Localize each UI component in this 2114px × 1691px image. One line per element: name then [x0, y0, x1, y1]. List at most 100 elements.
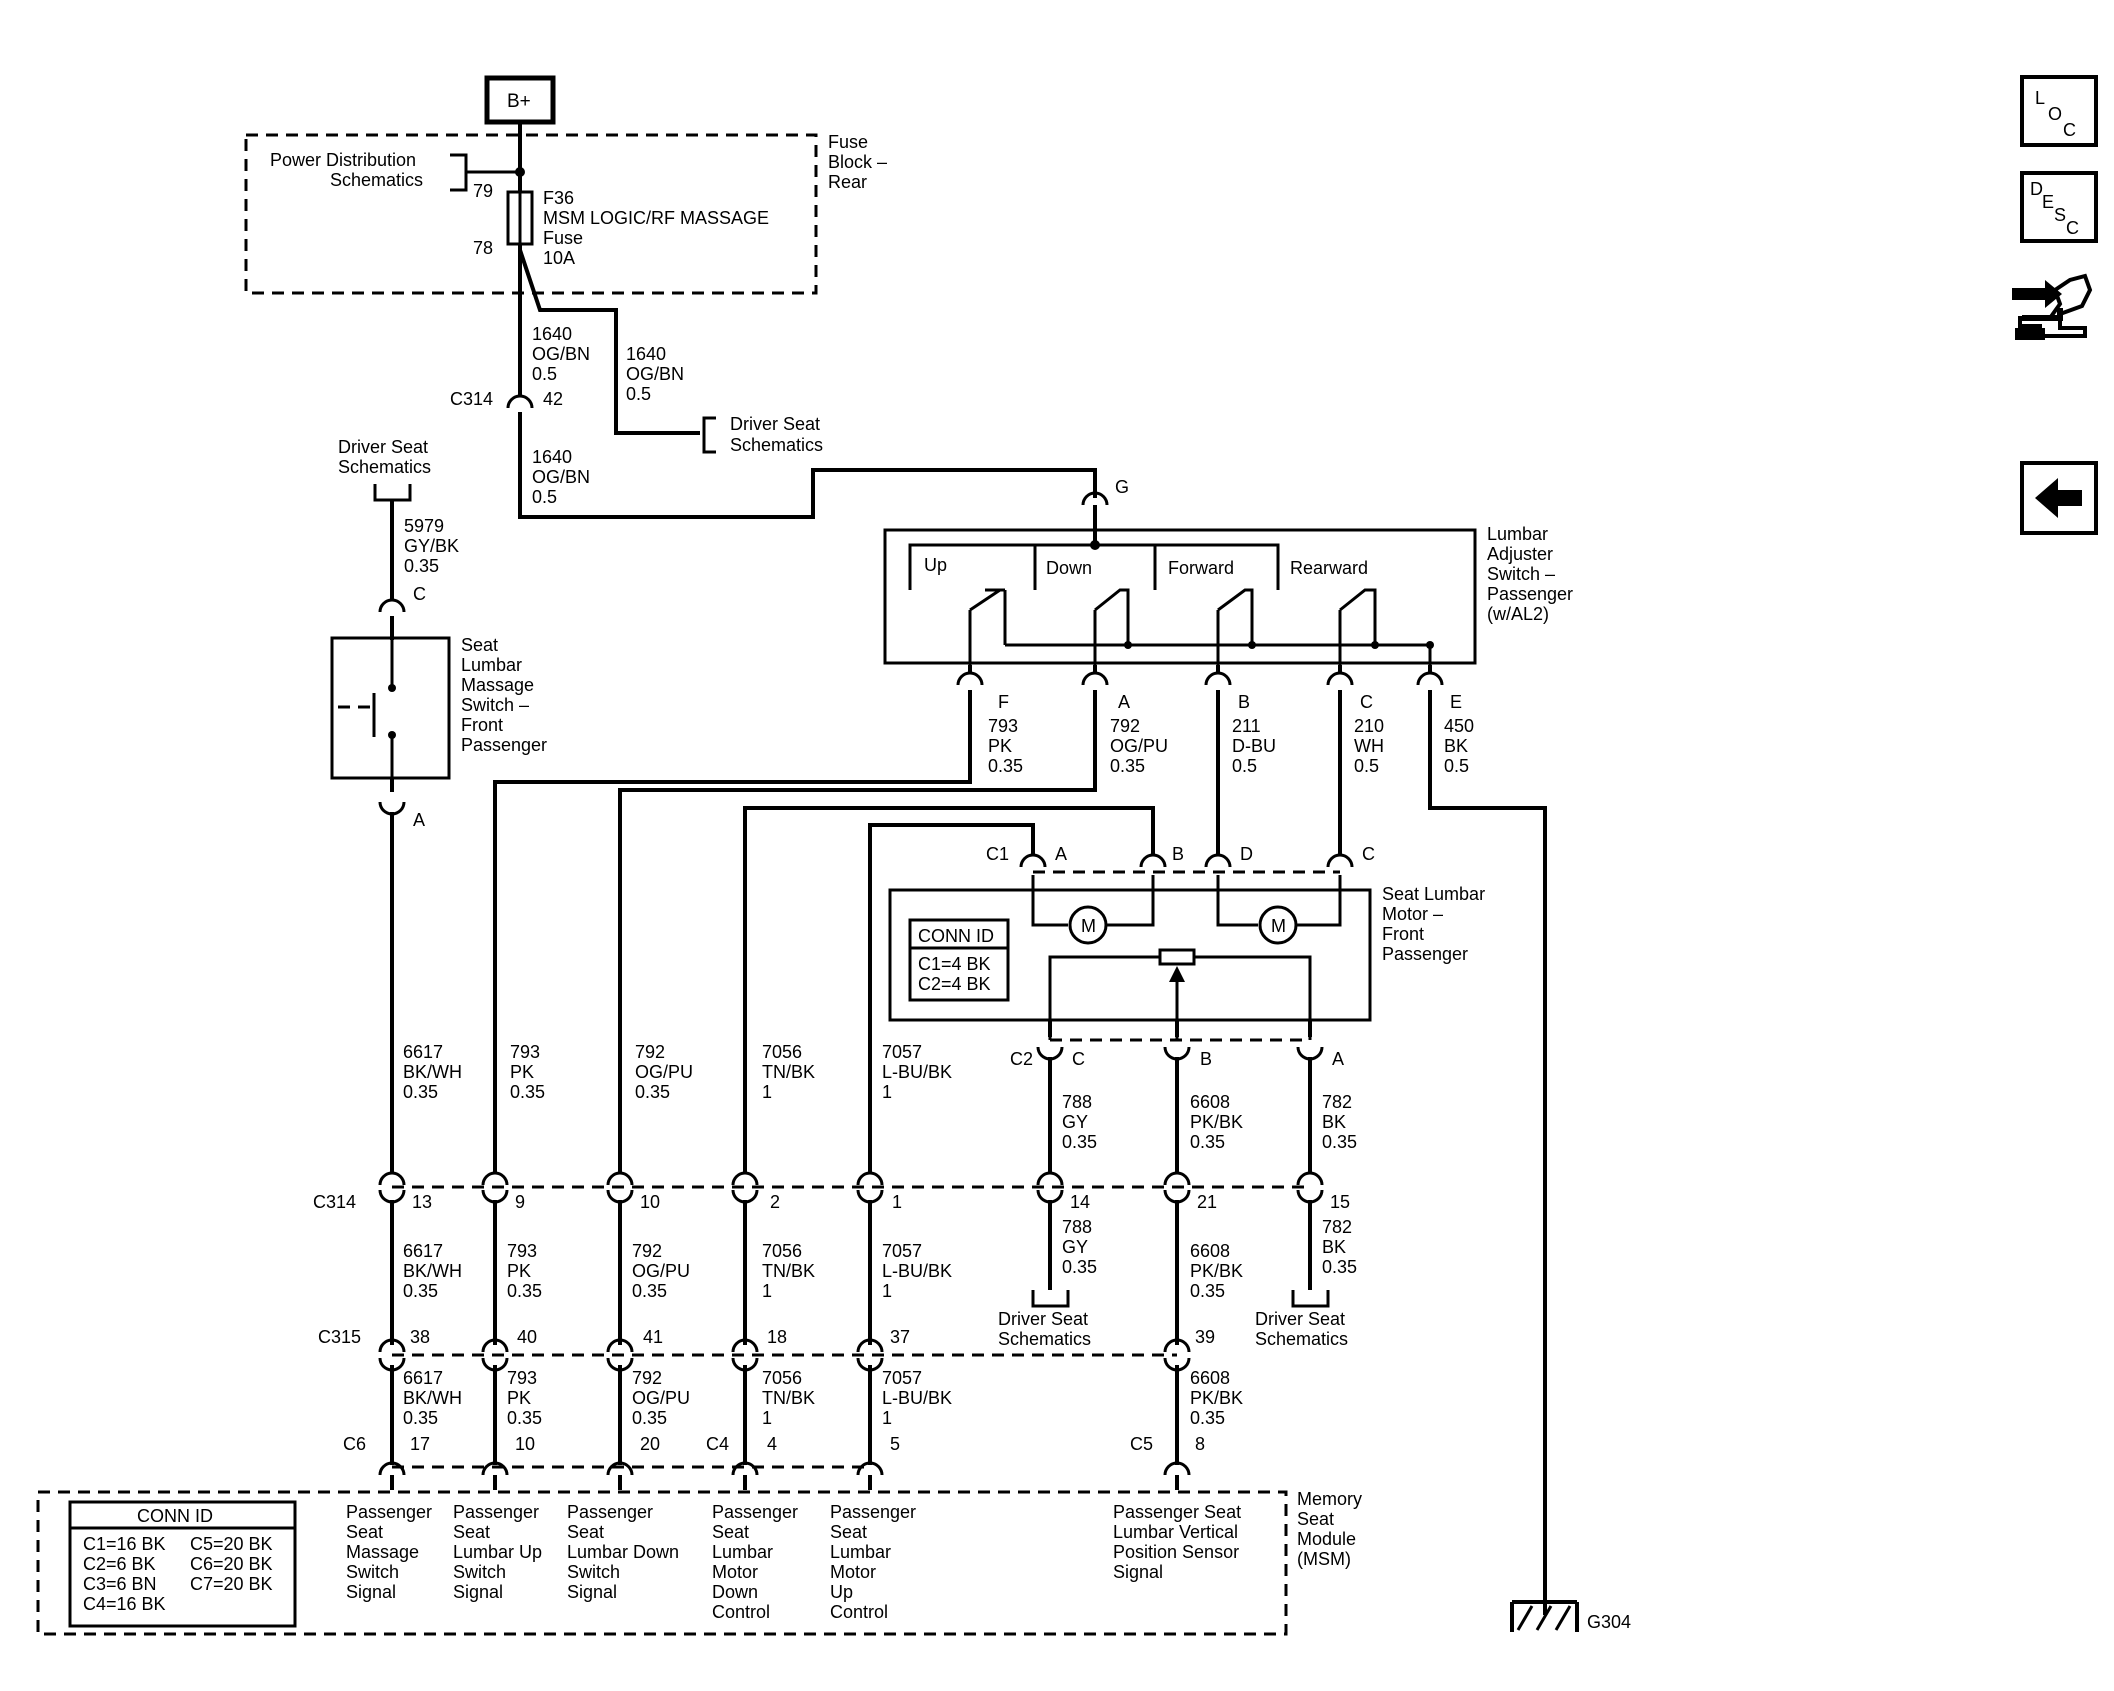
- motor-c1-pin-a: A: [1055, 844, 1067, 864]
- msm-conn-c5: C5=20 BK: [190, 1534, 273, 1554]
- loc-button[interactable]: L O C: [2020, 75, 2098, 147]
- wire-793c-num: 793: [507, 1368, 537, 1388]
- msm-signal-6-l1: Passenger Seat: [1113, 1502, 1241, 1522]
- wire-792c-color: OG/PU: [632, 1388, 690, 1408]
- wire-6617c-gauge: 0.35: [403, 1408, 438, 1428]
- wire-792b-gauge: 0.35: [632, 1281, 667, 1301]
- massage-title-4: Switch –: [461, 695, 529, 715]
- memory-seat-module: CONN ID C1=16 BK C2=6 BK C3=6 BN C4=16 B…: [36, 1489, 1362, 1636]
- back-button[interactable]: [2020, 461, 2098, 535]
- pin-e-color: BK: [1444, 736, 1468, 756]
- massage-title-2: Lumbar: [461, 655, 522, 675]
- wire-7057c-color: L-BU/BK: [882, 1388, 952, 1408]
- wire-7056b-num: 7056: [762, 1241, 802, 1261]
- massage-pin-c: C: [413, 584, 426, 604]
- ground-g304: G304: [1510, 1600, 1631, 1632]
- pin-a-label: A: [1118, 692, 1130, 712]
- loc-letter-o: O: [2048, 104, 2062, 124]
- pin-b-label: B: [1238, 692, 1250, 712]
- switch-title-1: Lumbar: [1487, 524, 1548, 544]
- msm-signal-1-l3: Massage: [346, 1542, 419, 1562]
- wire-7056b-gauge: 1: [762, 1281, 772, 1301]
- wire-782-gauge: 0.35: [1322, 1132, 1357, 1152]
- motor-c2-pin-a: A: [1332, 1049, 1344, 1069]
- wires-c315-msm: 6617 BK/WH 0.35 793 PK 0.35 792 OG/PU 0.…: [390, 1365, 1243, 1465]
- wire-5979-color: GY/BK: [404, 536, 459, 556]
- wire-6617-color: BK/WH: [403, 1062, 462, 1082]
- wire-7057c-num: 7057: [882, 1368, 922, 1388]
- fuse-pin-78: 78: [473, 238, 493, 258]
- msm-title-1: Memory: [1297, 1489, 1362, 1509]
- msm-signal-3-l3: Lumbar Down: [567, 1542, 679, 1562]
- desc-button[interactable]: D E S C: [2020, 171, 2098, 243]
- motor-c2-pin-b: B: [1200, 1049, 1212, 1069]
- motor-c2-pin-c: C: [1072, 1049, 1085, 1069]
- pin-f-label: F: [998, 692, 1009, 712]
- c315-label: C315: [318, 1327, 361, 1347]
- wire-7057b-color: L-BU/BK: [882, 1261, 952, 1281]
- wire-7056-num: 7056: [762, 1042, 802, 1062]
- wire-788b-num: 788: [1062, 1217, 1092, 1237]
- switch-title-2: Adjuster: [1487, 544, 1553, 564]
- msm-c6-label: C6: [343, 1434, 366, 1454]
- c315-pin-39: 39: [1195, 1327, 1215, 1347]
- switch-pin-g: G: [1115, 477, 1129, 497]
- motor-conn-c1: C1=4 BK: [918, 954, 991, 974]
- pin-e-label: E: [1450, 692, 1462, 712]
- c314-pin-13: 13: [412, 1192, 432, 1212]
- fuse-block-label-3: Rear: [828, 172, 867, 192]
- pin-a-num: 792: [1110, 716, 1140, 736]
- wire-6617c-num: 6617: [403, 1368, 443, 1388]
- wire-1640b-color: OG/BN: [626, 364, 684, 384]
- wire-7057c-gauge: 1: [882, 1408, 892, 1428]
- wire-1640b-num: 1640: [626, 344, 666, 364]
- wire-5979-num: 5979: [404, 516, 444, 536]
- connector-tool-button[interactable]: [2012, 273, 2093, 340]
- motor-title-1: Seat Lumbar: [1382, 884, 1485, 904]
- pin-a-gauge: 0.35: [1110, 756, 1145, 776]
- msm-conn-c6: C6=20 BK: [190, 1554, 273, 1574]
- power-source: B+: [484, 75, 556, 195]
- msm-signal-6-l4: Signal: [1113, 1562, 1163, 1582]
- msm-signal-2-l2: Seat: [453, 1522, 490, 1542]
- wire-6608b-num: 6608: [1190, 1241, 1230, 1261]
- motor-conn-c2: C2=4 BK: [918, 974, 991, 994]
- fuse-block-label-1: Fuse: [828, 132, 868, 152]
- msm-signal-1-l2: Seat: [346, 1522, 383, 1542]
- msm-signal-2-l3: Lumbar Up: [453, 1542, 542, 1562]
- wire-1640c-gauge: 0.5: [532, 487, 557, 507]
- wire-7057b-gauge: 1: [882, 1281, 892, 1301]
- msm-signal-5-l2: Seat: [830, 1522, 867, 1542]
- msm-signal-4-l4: Motor: [712, 1562, 758, 1582]
- switch-rearward-label: Rearward: [1290, 558, 1368, 578]
- massage-pin-a: A: [413, 810, 425, 830]
- wire-782-color: BK: [1322, 1112, 1346, 1132]
- pd-label-1: Power Distribution: [270, 150, 416, 170]
- wire-792b-num: 792: [632, 1241, 662, 1261]
- motor-1-label: M: [1081, 916, 1096, 936]
- msm-title-4: (MSM): [1297, 1549, 1351, 1569]
- wire-788-color: GY: [1062, 1112, 1088, 1132]
- c315-pin-41: 41: [643, 1327, 663, 1347]
- driver-seat-ref3-label-2: Schematics: [998, 1329, 1091, 1349]
- msm-signal-3-l1: Passenger: [567, 1502, 653, 1522]
- msm-signal-6-l2: Lumbar Vertical: [1113, 1522, 1238, 1542]
- wire-782b-color: BK: [1322, 1237, 1346, 1257]
- wire-782-num: 782: [1322, 1092, 1352, 1112]
- wire-6608c-num: 6608: [1190, 1368, 1230, 1388]
- msm-pin-4: 4: [767, 1434, 777, 1454]
- msm-c5-label: C5: [1130, 1434, 1153, 1454]
- fuse-block-label-2: Block –: [828, 152, 887, 172]
- wire-6608-num: 6608: [1190, 1092, 1230, 1112]
- wire-5979-gauge: 0.35: [404, 556, 439, 576]
- switch-title-3: Switch –: [1487, 564, 1555, 584]
- pin-b-gauge: 0.5: [1232, 756, 1257, 776]
- wire-6617-num: 6617: [403, 1042, 443, 1062]
- msm-conn-c4: C4=16 BK: [83, 1594, 166, 1614]
- c314-pin-9: 9: [515, 1192, 525, 1212]
- wire-6617b-gauge: 0.35: [403, 1281, 438, 1301]
- c314-pin-14: 14: [1070, 1192, 1090, 1212]
- wire-1640c-color: OG/BN: [532, 467, 590, 487]
- wire-792-num: 792: [635, 1042, 665, 1062]
- pin-e: E 450 BK 0.5: [1416, 665, 1547, 1600]
